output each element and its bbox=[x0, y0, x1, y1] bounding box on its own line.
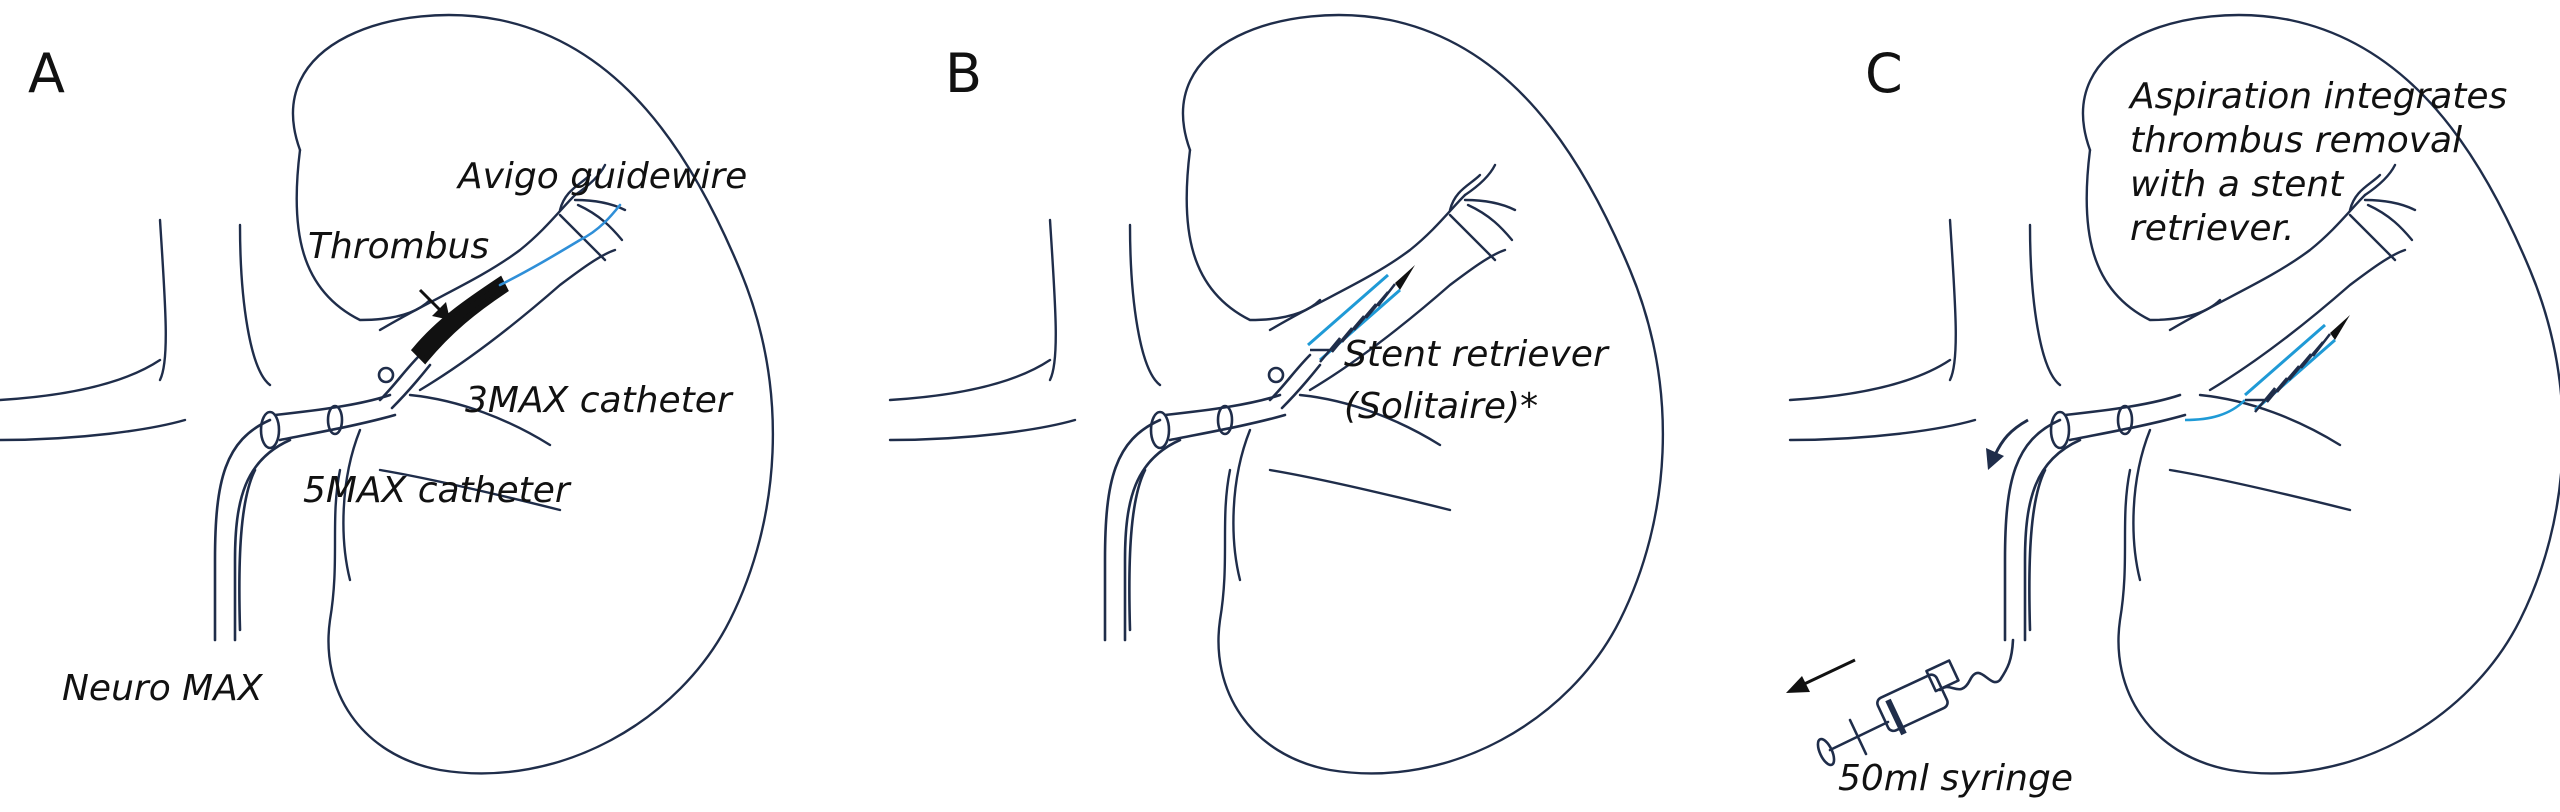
aspiration-arrow bbox=[1986, 418, 2029, 470]
neuro-max-catheter bbox=[213, 410, 292, 642]
syringe-icon bbox=[1816, 659, 1960, 767]
panel-c: C bbox=[1786, 13, 2560, 799]
avigo-guidewire bbox=[498, 203, 622, 287]
label-solitaire: (Solitaire)* bbox=[1344, 386, 1538, 427]
panel-a-label: A bbox=[28, 42, 65, 105]
pull-arrow bbox=[1786, 658, 1856, 693]
panel-a: A Avigo guidewi bbox=[0, 13, 775, 775]
panel-b-label: B bbox=[945, 42, 982, 105]
caption-line-4: retriever. bbox=[2130, 208, 2294, 249]
3max-catheter bbox=[377, 353, 432, 410]
caption-line-2: thrombus removal bbox=[2130, 120, 2462, 161]
label-thrombus: Thrombus bbox=[308, 226, 489, 267]
caption-line-3: with a stent bbox=[2130, 164, 2345, 205]
label-50ml-syringe: 50ml syringe bbox=[1838, 758, 2073, 799]
panel-b: B Stent retriever (Solitaire)* bbox=[888, 13, 1665, 775]
thrombus-arrow bbox=[418, 288, 450, 320]
label-5max-catheter: 5MAX catheter bbox=[303, 470, 572, 511]
stent-retriever-mesh bbox=[1307, 265, 1415, 363]
label-3max-catheter: 3MAX catheter bbox=[465, 380, 734, 421]
stent-retriever-retracted bbox=[2184, 315, 2350, 422]
label-stent-retriever: Stent retriever bbox=[1344, 334, 1610, 375]
thrombus-shape bbox=[410, 275, 509, 365]
caption-line-1: Aspiration integrates bbox=[2128, 76, 2507, 117]
5max-catheter bbox=[273, 393, 397, 442]
label-avigo-guidewire: Avigo guidewire bbox=[456, 156, 747, 197]
panel-c-label: C bbox=[1865, 42, 1903, 105]
label-neuro-max: Neuro MAX bbox=[62, 668, 264, 709]
